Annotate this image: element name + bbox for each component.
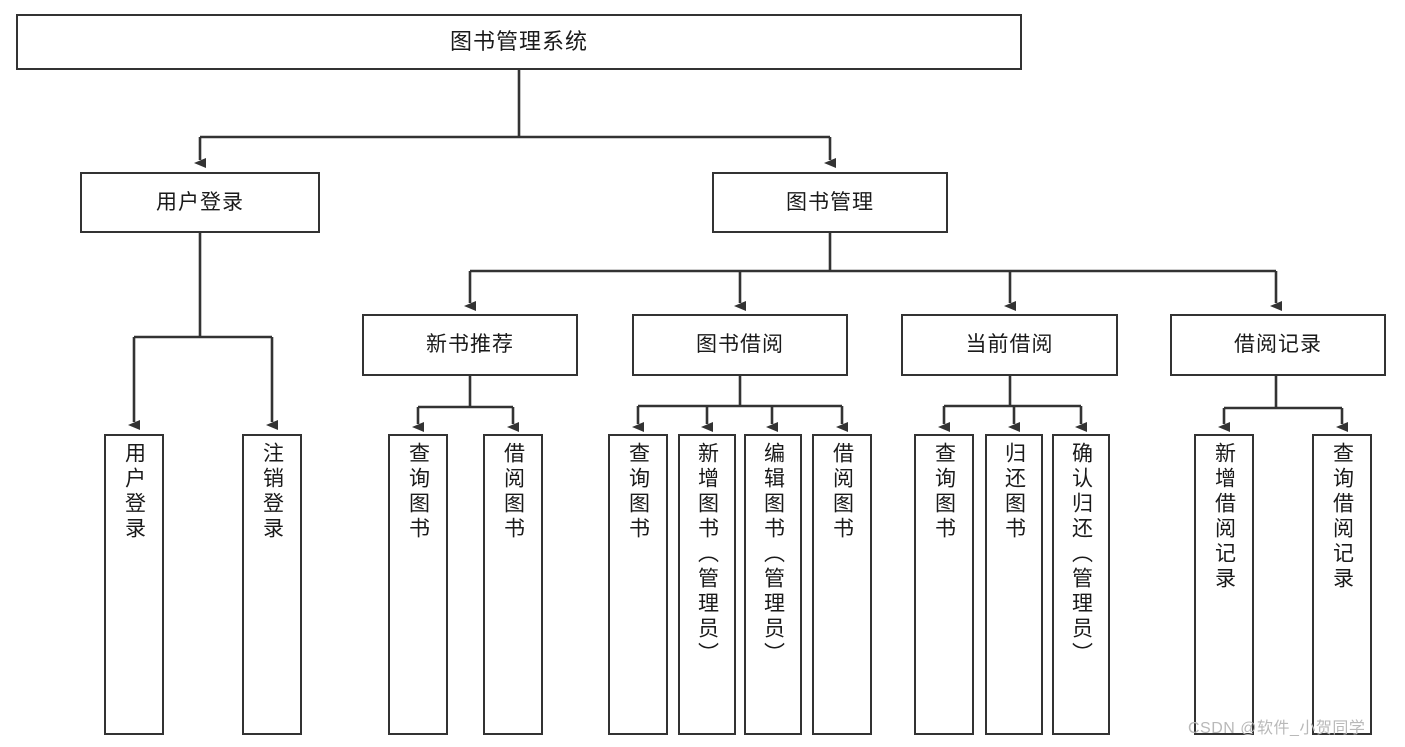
node-label: 查询图书 [626,442,650,542]
node-label: 图书管理 [786,190,874,214]
node-label: 新增图书（管理员） [695,442,719,667]
node-book-borrow[interactable]: 图书借阅 [632,314,848,376]
leaf-add-book-admin[interactable]: 新增图书（管理员） [678,434,736,735]
node-label: 查询图书 [406,442,430,542]
leaf-query-book-borrow[interactable]: 查询图书 [608,434,668,735]
node-current-borrow[interactable]: 当前借阅 [901,314,1118,376]
node-label: 用户登录 [122,442,146,542]
leaf-query-borrow-record[interactable]: 查询借阅记录 [1312,434,1372,735]
node-label: 借阅图书 [830,442,854,542]
node-label: 编辑图书（管理员） [761,442,785,667]
node-user-login[interactable]: 用户登录 [80,172,320,233]
node-label: 注销登录 [260,442,284,542]
watermark-text: CSDN @软件_小贺同学 [1188,720,1366,737]
node-label: 查询借阅记录 [1330,442,1354,592]
leaf-confirm-return-admin[interactable]: 确认归还（管理员） [1052,434,1110,735]
node-new-book-recommend[interactable]: 新书推荐 [362,314,578,376]
node-root-system[interactable]: 图书管理系统 [16,14,1022,70]
node-label: 借阅记录 [1234,333,1322,357]
node-borrow-record[interactable]: 借阅记录 [1170,314,1386,376]
leaf-edit-book-admin[interactable]: 编辑图书（管理员） [744,434,802,735]
node-label: 确认归还（管理员） [1069,442,1093,667]
node-book-management[interactable]: 图书管理 [712,172,948,233]
node-label: 用户登录 [156,190,244,214]
leaf-query-book-current[interactable]: 查询图书 [914,434,974,735]
node-label: 借阅图书 [501,442,525,542]
node-label: 图书借阅 [696,333,784,357]
node-label: 新书推荐 [426,333,514,357]
leaf-user-logout[interactable]: 注销登录 [242,434,302,735]
node-label: 图书管理系统 [449,28,588,54]
leaf-user-login[interactable]: 用户登录 [104,434,164,735]
node-label: 当前借阅 [965,333,1054,357]
node-label: 查询图书 [932,442,956,542]
leaf-borrow-book-recommend[interactable]: 借阅图书 [483,434,543,735]
leaf-add-borrow-record[interactable]: 新增借阅记录 [1194,434,1254,735]
node-label: 新增借阅记录 [1212,442,1236,592]
leaf-borrow-book[interactable]: 借阅图书 [812,434,872,735]
leaf-query-book-recommend[interactable]: 查询图书 [388,434,448,735]
node-label: 归还图书 [1002,442,1026,542]
leaf-return-book[interactable]: 归还图书 [985,434,1043,735]
